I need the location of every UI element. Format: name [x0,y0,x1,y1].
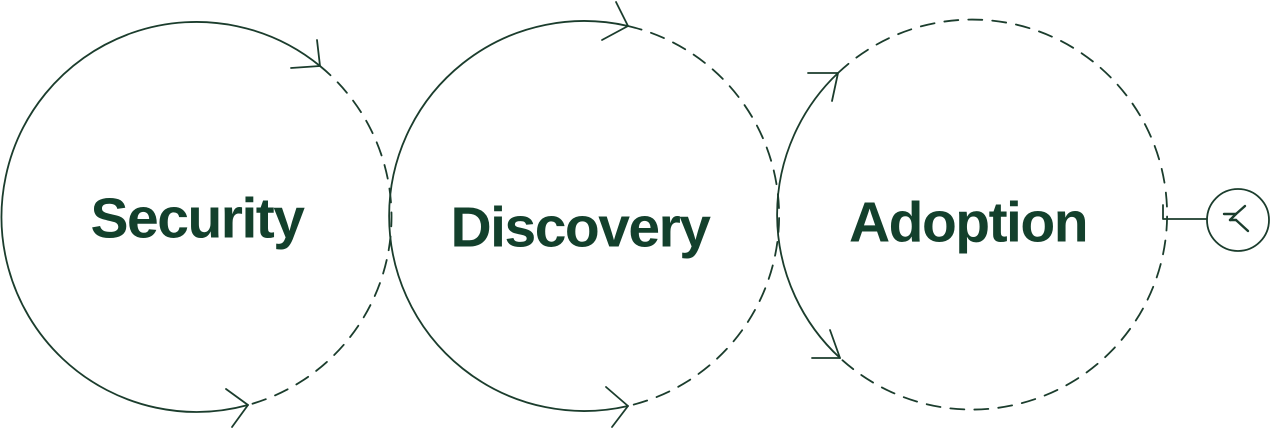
end-icon-ring [1206,188,1270,252]
security-solid-arc [0,21,321,413]
adoption-top-arrowhead [807,72,839,102]
discovery-top-arrowhead [601,1,629,41]
security-bottom-arrowhead [225,388,249,428]
adoption-dashed-arc [837,18,1168,411]
stage-label-discovery: Discovery [450,195,711,260]
discovery-solid-arc [388,20,629,412]
security-top-arrowhead [290,39,321,69]
stage-label-adoption: Adoption [848,190,1089,255]
adoption-solid-arc [776,72,841,359]
adoption-bottom-arrowhead [811,329,841,359]
discovery-bottom-arrowhead [605,386,629,428]
end-connector-line [1162,204,1208,220]
stage-label-security: Security [90,186,305,251]
security-dashed-arc [247,65,393,406]
discovery-dashed-arc [627,25,781,407]
kestra-logo-icon [1222,204,1250,233]
